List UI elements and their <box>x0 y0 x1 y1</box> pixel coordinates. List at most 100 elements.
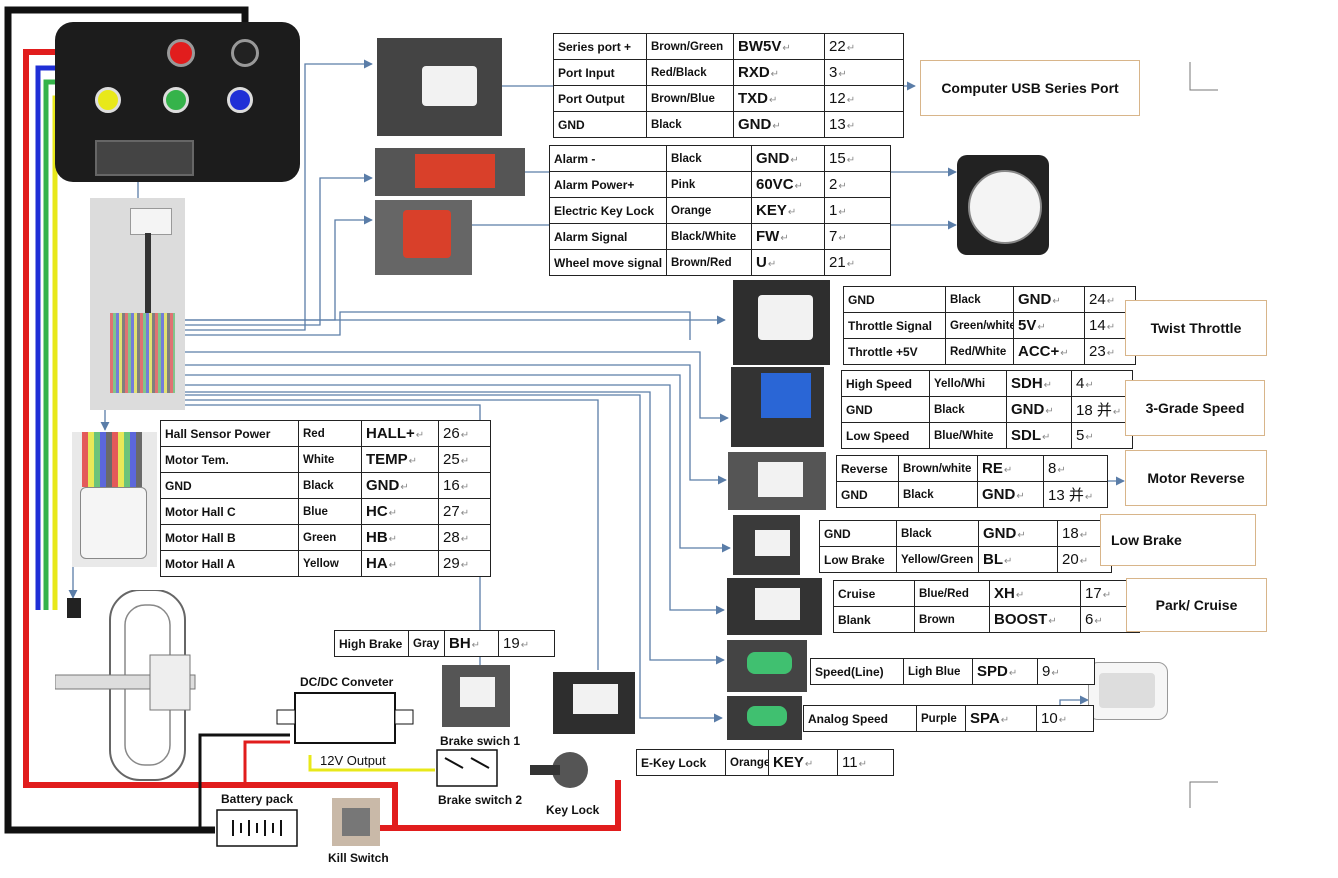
reverse-connector-image <box>728 452 826 510</box>
pin-name: Series port + <box>553 33 647 60</box>
pin-signal: SDH↵ <box>1006 370 1072 397</box>
pin-pin: 12↵ <box>824 85 904 112</box>
pin-pin: 29↵ <box>438 550 491 577</box>
pin-name: GND <box>843 286 946 313</box>
pin-name: Blank <box>833 606 915 633</box>
pin-name: High Speed <box>841 370 930 397</box>
pin-signal: GND↵ <box>1013 286 1085 313</box>
pin-signal: HB↵ <box>361 524 439 551</box>
low-brake-box: Low Brake <box>1100 514 1256 566</box>
pin-name: Speed(Line) <box>810 658 904 685</box>
pin-signal: 5V↵ <box>1013 312 1085 339</box>
pin-signal: BW5V↵ <box>733 33 825 60</box>
pin-signal: 60VC↵ <box>751 171 825 198</box>
pin-signal: BL↵ <box>978 546 1058 573</box>
pin-signal: KEY↵ <box>751 197 825 224</box>
brake-switch-1-label: Brake swich 1 <box>440 734 521 748</box>
pin-name: Throttle Signal <box>843 312 946 339</box>
pin-signal: KEY↵ <box>768 749 838 776</box>
pin-pin: 3↵ <box>824 59 904 86</box>
pin-color: Blue/Red <box>914 580 990 607</box>
throttle-connector-image <box>733 280 830 365</box>
pin-color: Ligh Blue <box>903 658 973 685</box>
usb-port-box: Computer USB Series Port <box>920 60 1140 116</box>
pin-pin: 28↵ <box>438 524 491 551</box>
pin-signal: ACC+↵ <box>1013 338 1085 365</box>
pin-name: Port Output <box>553 85 647 112</box>
pin-pin: 15↵ <box>824 145 891 172</box>
red-battery-wire <box>380 780 621 831</box>
speedline-connector-image <box>727 640 807 692</box>
alarm-connector-image-2 <box>375 200 472 275</box>
pin-signal: GND↵ <box>733 111 825 138</box>
pin-pin: 13↵ <box>824 111 904 138</box>
pin-pin: 7↵ <box>824 223 891 250</box>
pin-name: Cruise <box>833 580 915 607</box>
pin-pin: 26↵ <box>438 420 491 447</box>
pin-signal: GND↵ <box>1006 396 1072 423</box>
output-label: 12V Output <box>320 753 386 768</box>
speedometer-display-image <box>1088 662 1168 720</box>
pin-color: Black <box>896 520 979 547</box>
pin-color: Blue/White <box>929 422 1007 449</box>
key-lock-label: Key Lock <box>546 803 600 817</box>
pin-color: Brown/Green <box>646 33 734 60</box>
pin-color: Orange <box>725 749 769 776</box>
terminal-black <box>231 39 259 67</box>
pin-name: Hall Sensor Power <box>160 420 299 447</box>
terminal-blue <box>227 87 253 113</box>
cruise-connector-image <box>727 578 822 635</box>
motor-wheel-image <box>55 590 196 781</box>
pin-signal: U↵ <box>751 249 825 276</box>
dcdc-black-wire <box>198 733 290 830</box>
usb-connector-image <box>377 38 502 136</box>
lowbrake-connector-image <box>733 515 800 575</box>
pin-color: Brown/Red <box>666 249 752 276</box>
pin-signal: RXD↵ <box>733 59 825 86</box>
pin-name: GND <box>819 520 897 547</box>
pin-pin: 11↵ <box>837 749 894 776</box>
pin-color: Brown/Blue <box>646 85 734 112</box>
pin-name: E-Key Lock <box>636 749 726 776</box>
pin-signal: GND↵ <box>751 145 825 172</box>
pin-color: Green/white <box>945 312 1014 339</box>
pin-name: Low Speed <box>841 422 930 449</box>
pin-signal: HALL+↵ <box>361 420 439 447</box>
pin-name: Port Input <box>553 59 647 86</box>
pin-pin: 22↵ <box>824 33 904 60</box>
pin-name: Analog Speed <box>803 705 917 732</box>
pin-signal: SPA↵ <box>965 705 1037 732</box>
pin-signal: HC↵ <box>361 498 439 525</box>
pin-signal: TEMP↵ <box>361 446 439 473</box>
pin-color: Black <box>666 145 752 172</box>
dcdc-yellow-wire <box>308 755 435 772</box>
dcdc-label: DC/DC Conveter <box>300 675 394 689</box>
pin-color: Red/White <box>945 338 1014 365</box>
dcdc-converter-image <box>276 692 414 744</box>
motor-reverse-box: Motor Reverse <box>1125 450 1267 506</box>
pin-pin: 18 并↵ <box>1071 396 1133 423</box>
harness-image <box>90 198 185 410</box>
pin-signal: GND↵ <box>361 472 439 499</box>
pin-signal: HA↵ <box>361 550 439 577</box>
pin-name: GND <box>841 396 930 423</box>
kill-switch-label: Kill Switch <box>328 851 389 865</box>
